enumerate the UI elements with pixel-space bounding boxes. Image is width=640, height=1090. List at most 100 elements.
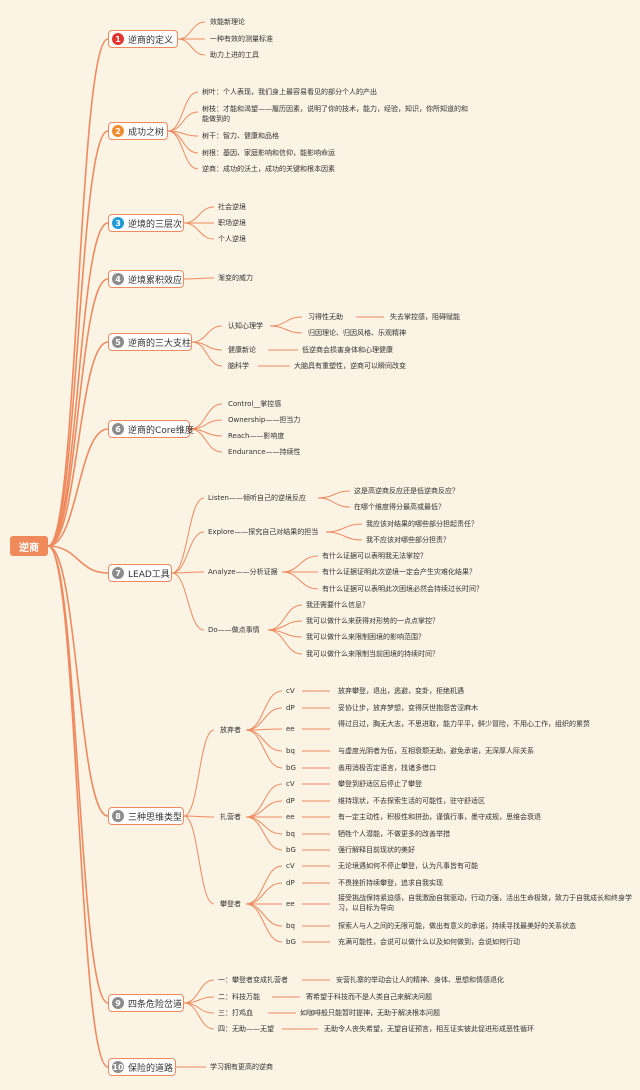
topic-label: 保险的道路 — [128, 1063, 174, 1074]
key-text: cV — [286, 862, 295, 870]
topic-label: LEAD工具 — [128, 569, 170, 580]
connector — [245, 816, 283, 851]
leaf-text: 在哪个维度得分最高或最低？ — [354, 503, 445, 511]
connector — [183, 815, 215, 818]
leaf-text: 归因理论、归因风格、乐观精神 — [308, 329, 406, 337]
connector — [189, 428, 223, 453]
leaf-text: 有什么证据可以表明我无法掌控？ — [322, 552, 427, 560]
leaf-text: Ownership——担当力 — [228, 416, 301, 424]
connector — [47, 545, 109, 574]
connector — [47, 38, 109, 547]
leaf-text: Endurance——持续性 — [228, 448, 301, 456]
connector — [267, 604, 303, 631]
topic-core-dimensions[interactable]: 6 逆商的Core维度 — [108, 420, 194, 438]
leaf-text: 树叶：个人表现，我们身上最容易看见的部分个人的产出 — [202, 88, 377, 96]
branch-text: Analyze——分析证据 — [208, 568, 278, 576]
connector — [167, 130, 199, 154]
connector — [183, 222, 215, 240]
branch-text: Do——做点事情 — [208, 626, 260, 634]
connector — [245, 729, 283, 752]
leaf-text: 得过且过，胸无大志，不思进取，能力平平，鲜少冒险，不用心工作，组织的累赘 — [338, 720, 590, 728]
number-badge: 1 — [112, 33, 124, 45]
leaf-text: 我还需要什么信息？ — [306, 601, 369, 609]
number-badge: 9 — [112, 997, 124, 1009]
leaf-text: 效能新理论 — [210, 18, 245, 26]
connector — [47, 130, 109, 547]
leaf-text: 树干：智力、健康和品格 — [202, 132, 279, 140]
topic-definition[interactable]: 1 逆商的定义 — [108, 30, 178, 48]
branch-text: 脑科学 — [228, 362, 249, 370]
connector — [325, 523, 363, 533]
connector — [245, 903, 283, 927]
leaf-text: 充满可能性，会说可以做什么以及如何做到，会说如何行动 — [338, 938, 520, 946]
connector — [267, 629, 303, 638]
leaf-text: 攀登到舒适区后停止了攀登 — [338, 780, 422, 788]
leaf-text: 社会逆境 — [218, 203, 246, 211]
leaf-text: 探索人与人之间的无限可能，做出有意义的承诺，持续寻找最美好的关系状态 — [338, 922, 576, 930]
connector — [245, 882, 283, 905]
leaf-text: 有什么证据证明此次逆境一定会产生灾难化结果？ — [322, 568, 476, 576]
connector — [245, 728, 283, 731]
connector — [167, 91, 199, 132]
topic-label: 三种思维类型 — [128, 812, 183, 823]
leaf-text: 牺牲个人潜能，不做更多的改善举措 — [338, 830, 450, 838]
branch-text: Listen——倾听自己的逆境反应 — [208, 494, 306, 502]
branch-text: 健康新论 — [228, 346, 256, 354]
key-text: ee — [286, 813, 295, 821]
leaf-text: 有一定主动性，积极性和拼劲，谨慎行事，墨守成规，思维会衰退 — [338, 813, 541, 821]
leaf-text: 大脑具有重塑性，逆商可以瞬间改变 — [294, 362, 406, 370]
leaf-text: Control__掌控感 — [228, 400, 282, 408]
connector — [47, 341, 109, 547]
connector — [191, 341, 223, 367]
leaf-text: 我可以做什么来获得对形势的一点点掌控？ — [306, 617, 439, 625]
topic-label: 逆商的三大支柱 — [128, 338, 192, 349]
key-text: cV — [286, 687, 295, 695]
root-node[interactable]: 逆商 — [10, 536, 48, 556]
leaf-text: 助力上进的工具 — [210, 51, 259, 59]
connector — [183, 1002, 215, 1030]
key-text: bG — [286, 846, 296, 854]
topic-label: 逆商的定义 — [128, 35, 174, 46]
leaf-text: 学习拥有更高的逆商 — [210, 1063, 273, 1071]
key-text: bG — [286, 764, 296, 772]
leaf-text: 习得性无助 — [308, 313, 343, 321]
key-text: bG — [286, 938, 296, 946]
branch-text: 二：科技万能 — [218, 993, 260, 1001]
branch-text: 放弃者 — [220, 726, 241, 734]
leaf-text: 放弃攀登，退出，逃避，变卦，拒绝机遇 — [338, 687, 464, 695]
leaf-text: 失去掌控感，阻碍赋能 — [390, 313, 460, 321]
connector — [171, 497, 205, 574]
topic-label: 逆商的Core维度 — [128, 425, 194, 436]
leaf-text: 这是高逆商反应还是低逆商反应？ — [354, 487, 459, 495]
leaf-text: 职场逆境 — [218, 219, 246, 227]
connector — [281, 555, 319, 573]
connector — [281, 571, 319, 590]
connector — [183, 206, 215, 224]
key-text: ee — [286, 725, 295, 733]
branch-text: 扎营者 — [220, 813, 241, 821]
connector — [269, 316, 303, 327]
number-badge: 6 — [112, 423, 124, 435]
connector — [183, 815, 215, 905]
key-text: bq — [286, 747, 295, 755]
connector — [167, 111, 199, 132]
connector — [171, 531, 205, 574]
leaf-text: 无论境遇如何不停止攀登，认为凡事皆有可能 — [338, 862, 478, 870]
number-badge: 4 — [112, 273, 124, 285]
leaf-text: 渐变的威力 — [218, 274, 253, 282]
connector — [167, 130, 199, 137]
connector — [171, 572, 205, 631]
leaf-text: 与虚度光阴者为伍，互相衰颓无助，避免承诺，无深厚人际关系 — [338, 747, 534, 755]
key-text: bq — [286, 922, 295, 930]
connector — [317, 497, 351, 508]
leaf-text: 安营扎寨的举动会让人的精神、身体、思想和情感退化 — [336, 976, 504, 984]
leaf-text: 个人逆境 — [218, 235, 246, 243]
